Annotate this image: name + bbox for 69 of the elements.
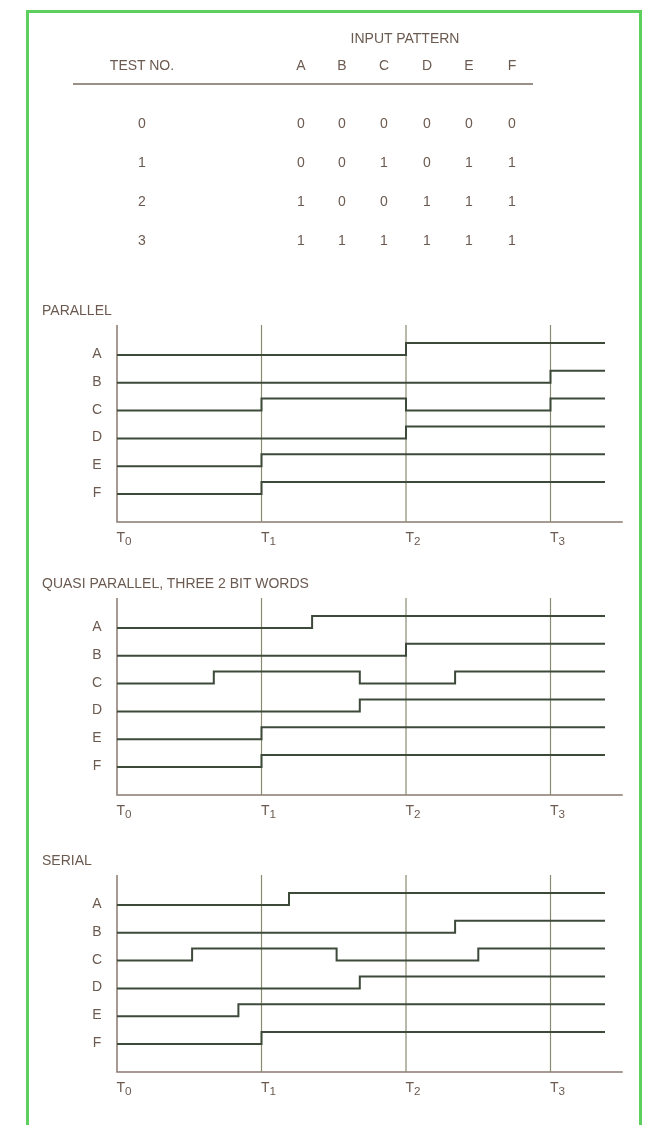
signal-label: F [92, 1034, 102, 1050]
test-number: 3 [138, 232, 146, 248]
signal-label: A [92, 895, 102, 911]
time-label: T$_{2}$ [405, 528, 421, 550]
time-label: T$_{0}$ [116, 528, 132, 550]
table-value: 0 [338, 154, 346, 170]
column-heading: F [507, 57, 517, 73]
column-heading: C [378, 57, 390, 73]
table-value: 0 [508, 115, 516, 131]
table-value: 0 [380, 115, 388, 131]
signal-label: C [91, 673, 103, 690]
column-heading: B [337, 57, 347, 73]
column-heading: INPUT PATTERN [350, 30, 460, 46]
table-value: 1 [465, 193, 473, 209]
column-heading: D [421, 57, 433, 73]
table-value: 1 [338, 232, 346, 248]
time-label: T$_{1}$ [261, 801, 276, 823]
signal-label: D [91, 978, 103, 995]
time-label: T$_{2}$ [405, 1078, 421, 1100]
signal-label: E [92, 1006, 102, 1023]
table-value: 0 [423, 154, 431, 170]
section-title: QUASI PARALLEL, THREE 2 BIT WORDS [42, 575, 309, 591]
signal-label: F [92, 757, 102, 773]
signal-label: B [92, 645, 102, 662]
table-value: 0 [423, 115, 431, 131]
table-value: 1 [423, 193, 431, 209]
test-number: 0 [138, 115, 146, 131]
time-label: T$_{0}$ [116, 801, 132, 823]
time-label: T$_{3}$ [550, 528, 565, 550]
signal-label: B [92, 922, 102, 939]
test-number: 2 [138, 193, 146, 209]
table-value: 1 [423, 232, 431, 248]
table-value: 1 [508, 193, 516, 209]
table-value: 0 [338, 115, 346, 131]
table-value: 0 [380, 193, 388, 209]
test-number: 1 [138, 154, 146, 170]
signal-label: E [92, 729, 102, 746]
column-heading: TEST NO. [109, 57, 175, 73]
section-title: PARALLEL [42, 302, 112, 318]
signal-label: A [92, 618, 102, 634]
time-label: T$_{3}$ [550, 801, 565, 823]
signal-label: C [91, 950, 103, 967]
time-label: T$_{1}$ [261, 528, 276, 550]
section-title: SERIAL [42, 852, 92, 868]
table-value: 0 [465, 115, 473, 131]
table-value: 1 [297, 232, 305, 248]
time-label: T$_{1}$ [261, 1078, 276, 1100]
table-value: 1 [297, 193, 305, 209]
signal-label: E [92, 456, 102, 473]
column-heading: A [296, 57, 306, 73]
time-label: T$_{0}$ [116, 1078, 132, 1100]
time-label: T$_{2}$ [405, 801, 421, 823]
table-value: 0 [338, 193, 346, 209]
table-value: 0 [297, 115, 305, 131]
column-heading: E [464, 57, 474, 73]
time-label: T$_{3}$ [550, 1078, 565, 1100]
table-value: 1 [508, 154, 516, 170]
signal-label: A [92, 345, 102, 361]
table-value: 1 [465, 154, 473, 170]
signal-label: B [92, 372, 102, 389]
table-value: 1 [380, 154, 388, 170]
signal-label: C [91, 400, 103, 417]
table-value: 1 [380, 232, 388, 248]
signal-label: D [91, 701, 103, 718]
table-value: 1 [465, 232, 473, 248]
signal-label: D [91, 428, 103, 445]
signal-label: F [92, 484, 102, 500]
table-value: 1 [508, 232, 516, 248]
table-value: 0 [297, 154, 305, 170]
